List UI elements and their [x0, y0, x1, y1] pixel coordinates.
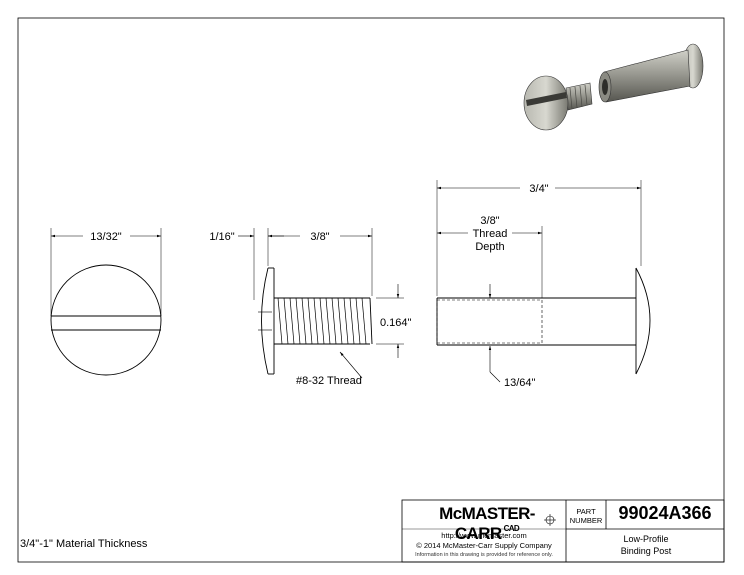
head-diameter-label: 13/32" — [90, 231, 122, 243]
head-thickness-label: 1/16" — [209, 231, 234, 243]
thread-crest — [313, 297, 319, 345]
thread-crest — [319, 297, 325, 345]
bore-size-label: 13/64" — [504, 377, 536, 389]
copyright: © 2014 McMaster-Carr Supply Company — [416, 541, 552, 550]
post-length-label: 3/4" — [529, 183, 548, 195]
thread-spec-label: #8-32 Thread — [296, 375, 362, 387]
website-url: http://www.mcmaster.com — [441, 531, 527, 540]
thread-crest — [289, 297, 295, 345]
thread-crest — [349, 297, 355, 345]
description-line2: Binding Post — [620, 546, 672, 556]
thread-crest — [361, 297, 367, 345]
post-side-view — [436, 180, 651, 383]
cad-mark-icon — [544, 514, 556, 526]
thread-crest — [301, 297, 307, 345]
description-line1: Low-Profile — [623, 534, 669, 544]
thread-crest — [307, 297, 313, 345]
brand-name: McMASTER-CARR — [439, 504, 535, 543]
part-label-line1: PART — [576, 507, 596, 516]
thread-crest — [325, 297, 331, 345]
title-block — [401, 499, 725, 563]
screw-length-label: 3/8" — [310, 231, 329, 243]
thread-crest — [277, 297, 283, 345]
thread-diameter-label: 0.164" — [380, 317, 412, 329]
thread-crest — [283, 297, 289, 345]
part-number: 99024A366 — [618, 503, 712, 523]
product-render — [523, 43, 704, 131]
head-front-view — [50, 228, 162, 376]
screw-side-view — [238, 228, 404, 379]
thread-crest — [343, 297, 349, 345]
thread-pattern — [277, 297, 367, 345]
thread-depth-word1-label: Thread — [473, 228, 508, 240]
drawing-border — [17, 17, 725, 563]
thread-crest — [295, 297, 301, 345]
part-label-line2: NUMBER — [569, 516, 603, 525]
thread-crest — [331, 297, 337, 345]
thread-depth-word2-label: Depth — [475, 241, 504, 253]
thread-depth-value-label: 3/8" — [480, 215, 499, 227]
cad-mark: CAD — [503, 524, 520, 533]
material-thickness-note: 3/4"-1" Material Thickness — [20, 538, 148, 550]
thread-crest — [355, 297, 361, 345]
reference-disclaimer: Information in this drawing is provided … — [415, 552, 553, 558]
thread-crest — [337, 297, 343, 345]
